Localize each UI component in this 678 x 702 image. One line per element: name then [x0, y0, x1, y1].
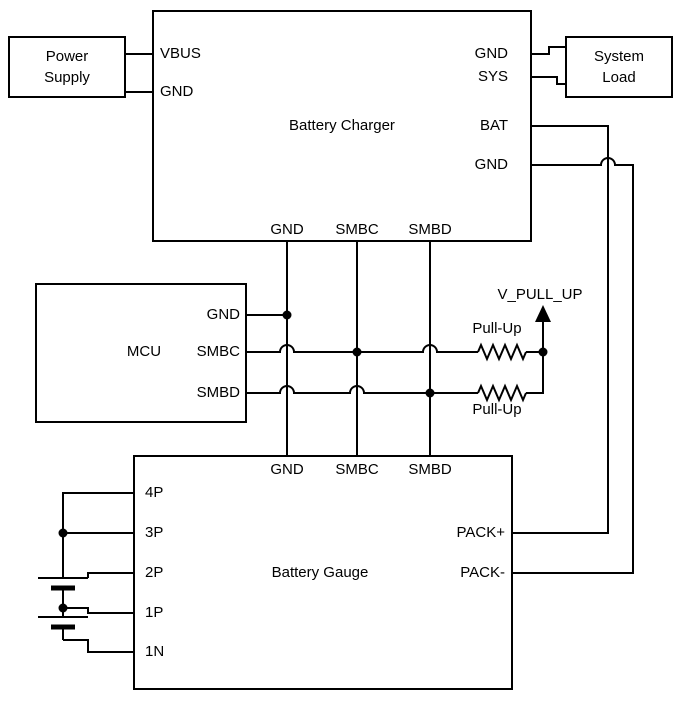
pin-label-mcu-smbd: SMBD: [196, 384, 240, 401]
net-label-pull-up-top: Pull-Up: [472, 320, 522, 337]
pin-label-gauge-smbd: SMBD: [408, 461, 452, 478]
wire-1p: [63, 607, 133, 614]
wire-sys: [532, 76, 565, 85]
pin-label-gauge-gnd: GND: [270, 461, 304, 478]
pin-label-mcu-gnd: GND: [206, 306, 240, 323]
block-power-supply: Power Supply: [8, 36, 126, 98]
pin-label-gauge-3p: 3P: [145, 524, 164, 541]
wire-gnd-packminus: [513, 157, 634, 574]
battery-charger-title: Battery Charger: [289, 117, 395, 134]
pin-label-charger-bat: BAT: [479, 117, 508, 134]
pin-label-charger-gnd-bottom: GND: [270, 221, 304, 238]
pin-label-charger-gnd-right2: GND: [474, 156, 508, 173]
junction-dot-smbc: [352, 347, 362, 357]
system-load-label: System Load: [593, 48, 644, 86]
wire-4p: [62, 492, 133, 578]
battery-gauge-title: Battery Gauge: [271, 564, 369, 581]
wire-1n: [63, 639, 133, 653]
pullup-resistor-smbd: [477, 383, 527, 403]
junction-dot-pullup: [538, 347, 548, 357]
junction-dot-3p: [58, 528, 68, 538]
junction-dot-smbd: [425, 388, 435, 398]
block-mcu: [35, 283, 247, 423]
pin-label-charger-vbus: VBUS: [160, 45, 201, 62]
pin-label-charger-gnd-left: GND: [160, 83, 194, 100]
pin-label-gauge-pack-minus: PACK-: [460, 564, 505, 581]
net-label-pull-up-bottom: Pull-Up: [472, 401, 522, 418]
pin-label-gauge-1p: 1P: [145, 604, 164, 621]
pin-label-charger-smbd: SMBD: [408, 221, 452, 238]
block-battery-charger: [152, 10, 532, 242]
net-label-v-pull-up: V_PULL_UP: [497, 286, 583, 303]
wire-pullup-rail: [526, 322, 544, 394]
pin-label-charger-gnd-right: GND: [474, 45, 508, 62]
pin-label-gauge-smbc: SMBC: [335, 461, 379, 478]
pin-label-gauge-1n: 1N: [145, 643, 165, 660]
mcu-title: MCU: [126, 343, 162, 360]
wire-sysload-gnd: [532, 46, 565, 55]
block-system-load: System Load: [565, 36, 673, 98]
power-supply-label: Power Supply: [44, 48, 90, 86]
wire-mcu-smbd: [247, 385, 478, 394]
wire-mcu-smbc: [247, 344, 478, 353]
pin-label-charger-sys: SYS: [477, 68, 508, 85]
wire-bat-packplus: [513, 125, 609, 534]
pullup-resistor-smbc: [477, 342, 527, 362]
junction-dot-gnd: [282, 310, 292, 320]
junction-dot-1p: [58, 603, 68, 613]
pin-label-mcu-smbc: SMBC: [196, 343, 240, 360]
wire-2p: [87, 572, 133, 578]
pin-label-charger-smbc: SMBC: [335, 221, 379, 238]
block-battery-gauge: [133, 455, 513, 690]
pin-label-gauge-pack-plus: PACK+: [456, 524, 506, 541]
pin-label-gauge-4p: 4P: [145, 484, 164, 501]
v-pull-up-arrow: [535, 305, 551, 322]
pin-label-gauge-2p: 2P: [145, 564, 164, 581]
